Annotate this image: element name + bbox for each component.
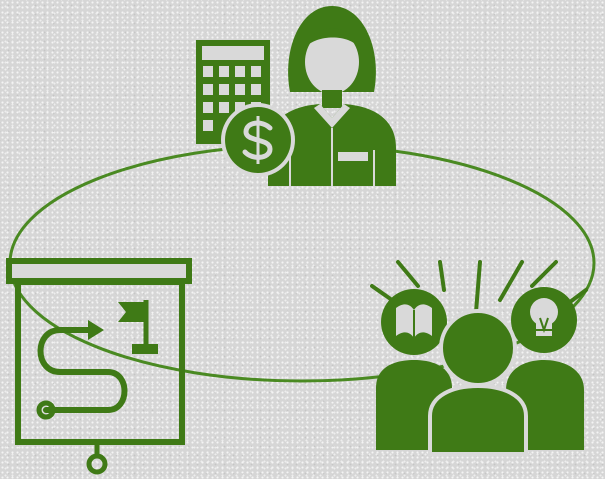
dollar-coin-icon <box>221 103 295 177</box>
lightbulb-icon <box>530 298 558 336</box>
person-center <box>428 309 528 456</box>
team-ideas-icon <box>370 260 588 456</box>
strategy-board-icon <box>6 258 192 475</box>
accountant-woman-icon <box>268 6 396 186</box>
book-icon <box>396 304 432 338</box>
accountant-group <box>196 6 396 186</box>
